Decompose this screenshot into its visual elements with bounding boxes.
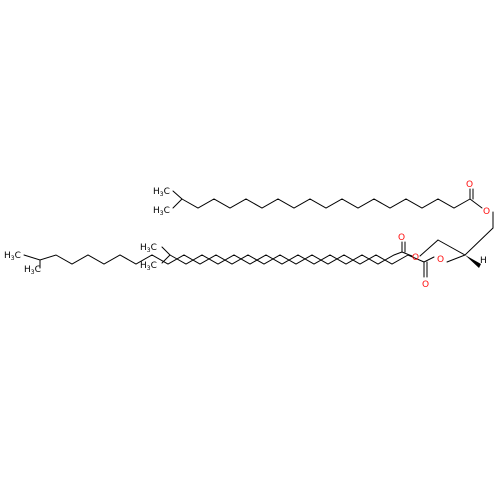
methyl-label-a1: H3C <box>153 187 170 198</box>
carbonyl-oxygen-middle: O <box>398 233 405 243</box>
stereo-hydrogen: H <box>480 256 487 266</box>
stereo-wedge <box>465 255 481 268</box>
glycerol-backbone <box>419 211 494 268</box>
methyl-label-c2: H3C <box>24 265 41 276</box>
ester-oxygen-bottom: O <box>437 255 444 265</box>
methyl-label-b2: H3C <box>140 261 157 272</box>
chain-bottom <box>23 254 435 278</box>
methyl-label-c1: H3C <box>4 251 21 262</box>
carbonyl-oxygen-bottom: O <box>422 280 429 290</box>
chain-top <box>172 188 483 209</box>
chain-middle <box>161 241 413 265</box>
ester-oxygen-middle: O <box>412 253 419 263</box>
ester-oxygen-top: O <box>483 207 490 217</box>
methyl-label-b1: H3C <box>140 243 157 254</box>
methyl-label-a2: H3C <box>153 206 170 217</box>
carbonyl-oxygen-top: O <box>466 180 473 190</box>
